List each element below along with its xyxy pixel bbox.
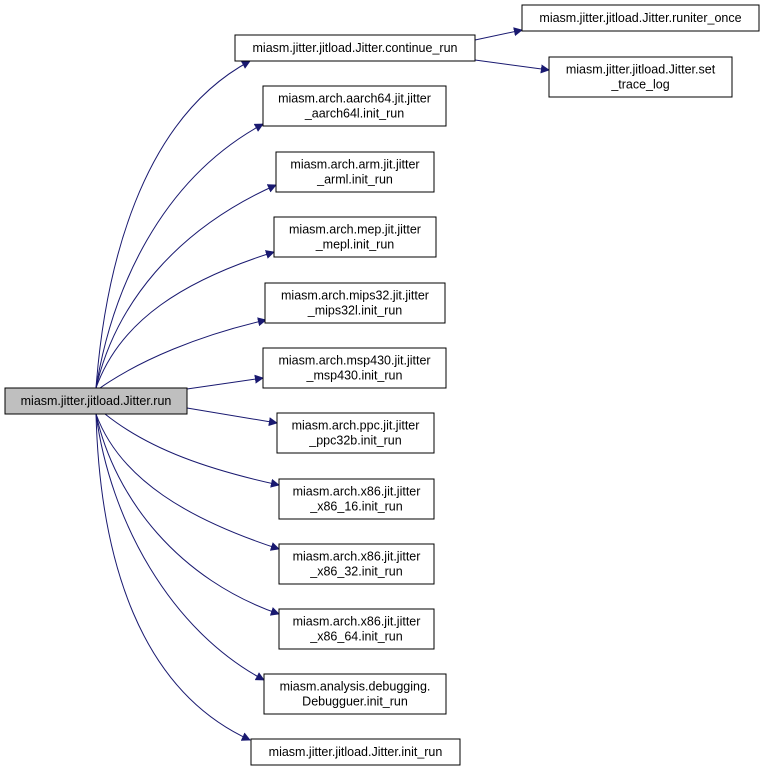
edges-layer (95, 27, 550, 741)
node-box[interactable] (264, 282, 446, 324)
node-label-line: miasm.analysis.debugging. (280, 680, 431, 694)
edge-run-to-x86_32 (95, 413, 280, 551)
node-x86-16[interactable]: miasm.arch.x86.jit.jitter_x86_16.init_ru… (278, 478, 435, 520)
node-mips32[interactable]: miasm.arch.mips32.jit.jitter_mips32l.ini… (264, 282, 446, 324)
node-box[interactable] (262, 347, 447, 389)
node-label-line: miasm.arch.ppc.jit.jitter (292, 419, 420, 433)
node-label-line: _x86_64.init_run (309, 630, 402, 644)
node-box[interactable] (263, 673, 447, 715)
node-box[interactable] (548, 56, 733, 98)
node-label-line: miasm.jitter.jitload.Jitter.init_run (269, 745, 443, 759)
node-runiter-once[interactable]: miasm.jitter.jitload.Jitter.runiter_once (521, 4, 760, 32)
node-ppc[interactable]: miasm.arch.ppc.jit.jitter_ppc32b.init_ru… (276, 412, 435, 454)
node-label-line: miasm.jitter.jitload.Jitter.set (566, 63, 716, 77)
node-box[interactable] (278, 608, 435, 650)
edge-continue_run-to-runiter_once (474, 27, 523, 41)
node-label-line: miasm.jitter.jitload.Jitter.run (21, 394, 172, 408)
node-continue-run[interactable]: miasm.jitter.jitload.Jitter.continue_run (234, 34, 476, 62)
node-label-line: _x86_32.init_run (309, 565, 402, 579)
node-label-line: _trace_log (610, 78, 669, 92)
node-x86-64[interactable]: miasm.arch.x86.jit.jitter_x86_64.init_ru… (278, 608, 435, 650)
node-label-line: miasm.arch.mep.jit.jitter (289, 223, 421, 237)
node-label-line: _arml.init_run (316, 173, 393, 187)
edge-run-to-mips32 (99, 317, 267, 389)
node-box[interactable] (276, 412, 435, 454)
node-label-line: miasm.arch.aarch64.jit.jitter (278, 92, 431, 106)
node-msp430[interactable]: miasm.arch.msp430.jit.jitter_msp430.init… (262, 347, 447, 389)
node-label-line: miasm.arch.mips32.jit.jitter (281, 289, 429, 303)
node-init-run[interactable]: miasm.jitter.jitload.Jitter.init_run (250, 738, 461, 766)
node-mep[interactable]: miasm.arch.mep.jit.jitter_mepl.init_run (273, 216, 437, 258)
node-box[interactable] (275, 151, 435, 193)
edge-run-to-ppc (186, 407, 278, 427)
edge-run-to-msp430 (186, 374, 264, 390)
edge-run-to-x86_64 (95, 413, 280, 616)
edge-run-to-mep (95, 250, 275, 389)
edge-run-to-x86_16 (104, 413, 280, 488)
node-box[interactable] (278, 543, 435, 585)
node-box[interactable] (250, 738, 461, 766)
node-label-line: _mips32l.init_run (307, 304, 403, 318)
node-label-line: miasm.arch.arm.jit.jitter (290, 158, 419, 172)
edge-run-to-debugger (95, 413, 265, 681)
node-label-line: miasm.jitter.jitload.Jitter.continue_run (253, 41, 458, 55)
node-label-line: miasm.arch.msp430.jit.jitter (278, 354, 430, 368)
edge-continue_run-to-set_trace_log (474, 59, 550, 74)
node-label-line: miasm.arch.x86.jit.jitter (293, 615, 421, 629)
node-label-line: miasm.arch.x86.jit.jitter (293, 485, 421, 499)
node-set-trace-log[interactable]: miasm.jitter.jitload.Jitter.set_trace_lo… (548, 56, 733, 98)
node-run[interactable]: miasm.jitter.jitload.Jitter.run (4, 387, 188, 415)
node-label-line: _x86_16.init_run (309, 500, 402, 514)
node-label-line: Debugguer.init_run (302, 695, 408, 709)
node-x86-32[interactable]: miasm.arch.x86.jit.jitter_x86_32.init_ru… (278, 543, 435, 585)
node-label-line: _mepl.init_run (315, 238, 395, 252)
node-label-line: _ppc32b.init_run (308, 434, 401, 448)
nodes-layer: miasm.jitter.jitload.Jitter.run miasm.jit… (4, 4, 760, 766)
edge-run-to-aarch64 (95, 123, 264, 389)
node-box[interactable] (262, 85, 447, 127)
node-debugger[interactable]: miasm.analysis.debugging.Debugguer.init_… (263, 673, 447, 715)
node-label-line: miasm.jitter.jitload.Jitter.runiter_once (539, 11, 741, 25)
node-arm[interactable]: miasm.arch.arm.jit.jitter_arml.init_run (275, 151, 435, 193)
node-aarch64[interactable]: miasm.arch.aarch64.jit.jitter_aarch64l.i… (262, 85, 447, 127)
edge-run-to-arm (95, 184, 277, 389)
edge-run-to-init_run (95, 413, 251, 741)
node-box[interactable] (234, 34, 476, 62)
node-label-line: _msp430.init_run (306, 369, 403, 383)
node-label-line: _aarch64l.init_run (304, 107, 404, 121)
node-box[interactable] (273, 216, 437, 258)
edge-run-to-continue_run (95, 60, 251, 389)
node-label-line: miasm.arch.x86.jit.jitter (293, 550, 421, 564)
node-box[interactable] (521, 4, 760, 32)
node-box[interactable] (278, 478, 435, 520)
node-box[interactable] (4, 387, 188, 415)
